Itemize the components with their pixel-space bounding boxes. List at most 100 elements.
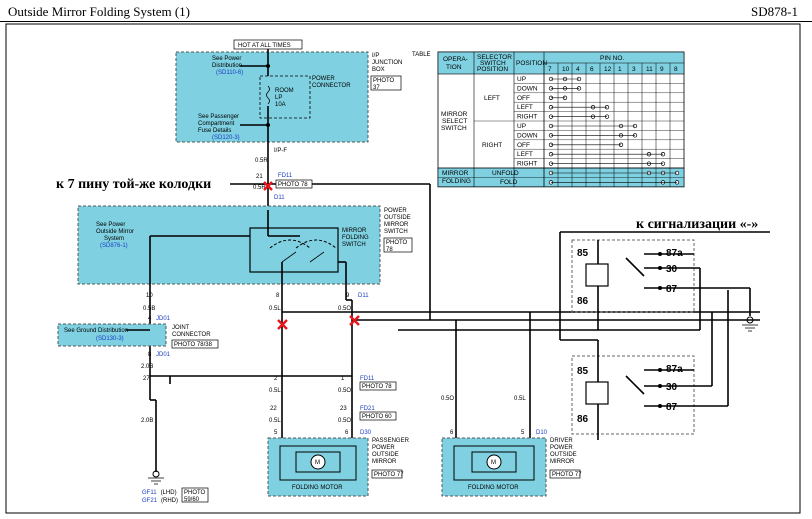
page-title: Outside Mirror Folding System (1) (8, 4, 190, 19)
table-pin-no: PIN NO. (600, 55, 624, 62)
pin-2: 2 (274, 376, 278, 382)
pin-5: 5 (274, 430, 278, 436)
table-selector-2: SWITCH (480, 60, 506, 67)
wire-05b: 0.5B (143, 306, 155, 312)
pin-23: 23 (340, 406, 347, 412)
pin-21: 21 (256, 174, 263, 180)
wire-05o3: 0.5O (338, 418, 351, 424)
photo60-box (359, 411, 397, 421)
relay-2-86: 86 (577, 414, 589, 425)
table-pin-header: 11 (646, 66, 653, 73)
switch-arcs (269, 239, 337, 249)
relay-ground-node (746, 316, 754, 324)
cut-mark-1b (263, 181, 273, 191)
ground-node (152, 470, 160, 478)
header-rule (0, 21, 812, 22)
table-fold: FOLD (500, 179, 518, 186)
driver-motor-m: M (491, 460, 496, 466)
relay-1-coil (585, 263, 609, 287)
ground-symbol (148, 477, 164, 485)
table-pin-header: 7 (548, 66, 552, 73)
table-row-label: OFF (517, 95, 530, 102)
photo60: PHOTO 60 (362, 414, 392, 420)
relay-2-coil (585, 381, 609, 405)
table-pin-header: 10 (562, 66, 570, 73)
table-operation-2: TION (446, 64, 462, 71)
table-group-mirror: MIRROR (441, 111, 468, 118)
conn-ipf: I/P-F (274, 148, 287, 154)
fuse-symbol (266, 85, 270, 105)
relay-2 (571, 355, 695, 435)
conn-d11a: D11 (274, 195, 285, 201)
photo78a-box (275, 179, 313, 189)
pin-10: 10 (146, 293, 153, 299)
table-folding: MIRROR (442, 170, 469, 177)
relay-1-85: 85 (577, 248, 589, 259)
folding-switch-box (249, 227, 339, 273)
ground-ref1: GF11(LHD) (142, 490, 177, 496)
ip-junction-box (175, 51, 369, 143)
table-pin-header: 8 (674, 66, 678, 73)
passenger-photo-box (371, 469, 403, 479)
cut-mark-3b (349, 315, 360, 326)
ground-photo-box (181, 487, 209, 503)
passenger-photo: PHOTO 77 (374, 472, 404, 478)
table-group-mirror-3: SWITCH (441, 125, 467, 132)
relay-2-87: 87 (666, 402, 678, 413)
relay-ground-symbol (742, 324, 758, 332)
driver-motor-label: FOLDING MOTOR (468, 485, 519, 491)
pin-8: 8 (276, 293, 280, 299)
wire-05o2: 0.5O (338, 388, 351, 394)
table-pin-header: 9 (660, 66, 664, 73)
ip-photo-box (370, 75, 402, 91)
pin-1: 1 (341, 376, 345, 382)
conn-d30: D30 (360, 430, 372, 436)
wire-20b: 2.0B (141, 364, 153, 370)
switch-contacts (281, 251, 325, 263)
table-row-label: OFF (517, 142, 530, 149)
conn-fd11a: FD11 (278, 173, 293, 179)
pin-9: 9 (346, 293, 350, 299)
table-row-label: UP (517, 123, 526, 130)
wire-05l2: 0.5L (269, 388, 281, 394)
driver-motor-inner (471, 451, 517, 473)
wire-05l3: 0.5L (269, 418, 281, 424)
mirror-switch-box (77, 205, 381, 285)
see-ground: See Ground Distribution(SD130-3) (64, 328, 128, 342)
photo78b: PHOTO 78 (362, 384, 392, 390)
table-row-label: UP (517, 76, 526, 83)
wire-05l4: 0.5L (514, 396, 526, 402)
wire-05r2: 0.5R (253, 185, 266, 191)
switch-photo-box (383, 237, 413, 253)
conn-fd21: FD21 (360, 406, 375, 412)
switch-feed (267, 210, 300, 237)
table-row-label: DOWN (517, 85, 538, 92)
table-operation: OPERA- (443, 56, 468, 63)
table-row-label: RIGHT (517, 161, 537, 168)
ground-ref2: GF21(RHD) (142, 498, 178, 504)
table-row-label: LEFT (517, 151, 533, 158)
driver-motor-frame (453, 445, 535, 481)
pin-8b: 8 (148, 352, 152, 358)
conn-fd11b: FD11 (360, 376, 375, 382)
wire-05r: 0.5R (255, 158, 268, 164)
passenger-motor-wires (281, 372, 353, 440)
pin-6b: 6 (450, 430, 454, 436)
table-pin-header: 1 (618, 66, 622, 73)
wire-05o: 0.5O (338, 306, 351, 312)
table-frame (437, 51, 685, 188)
